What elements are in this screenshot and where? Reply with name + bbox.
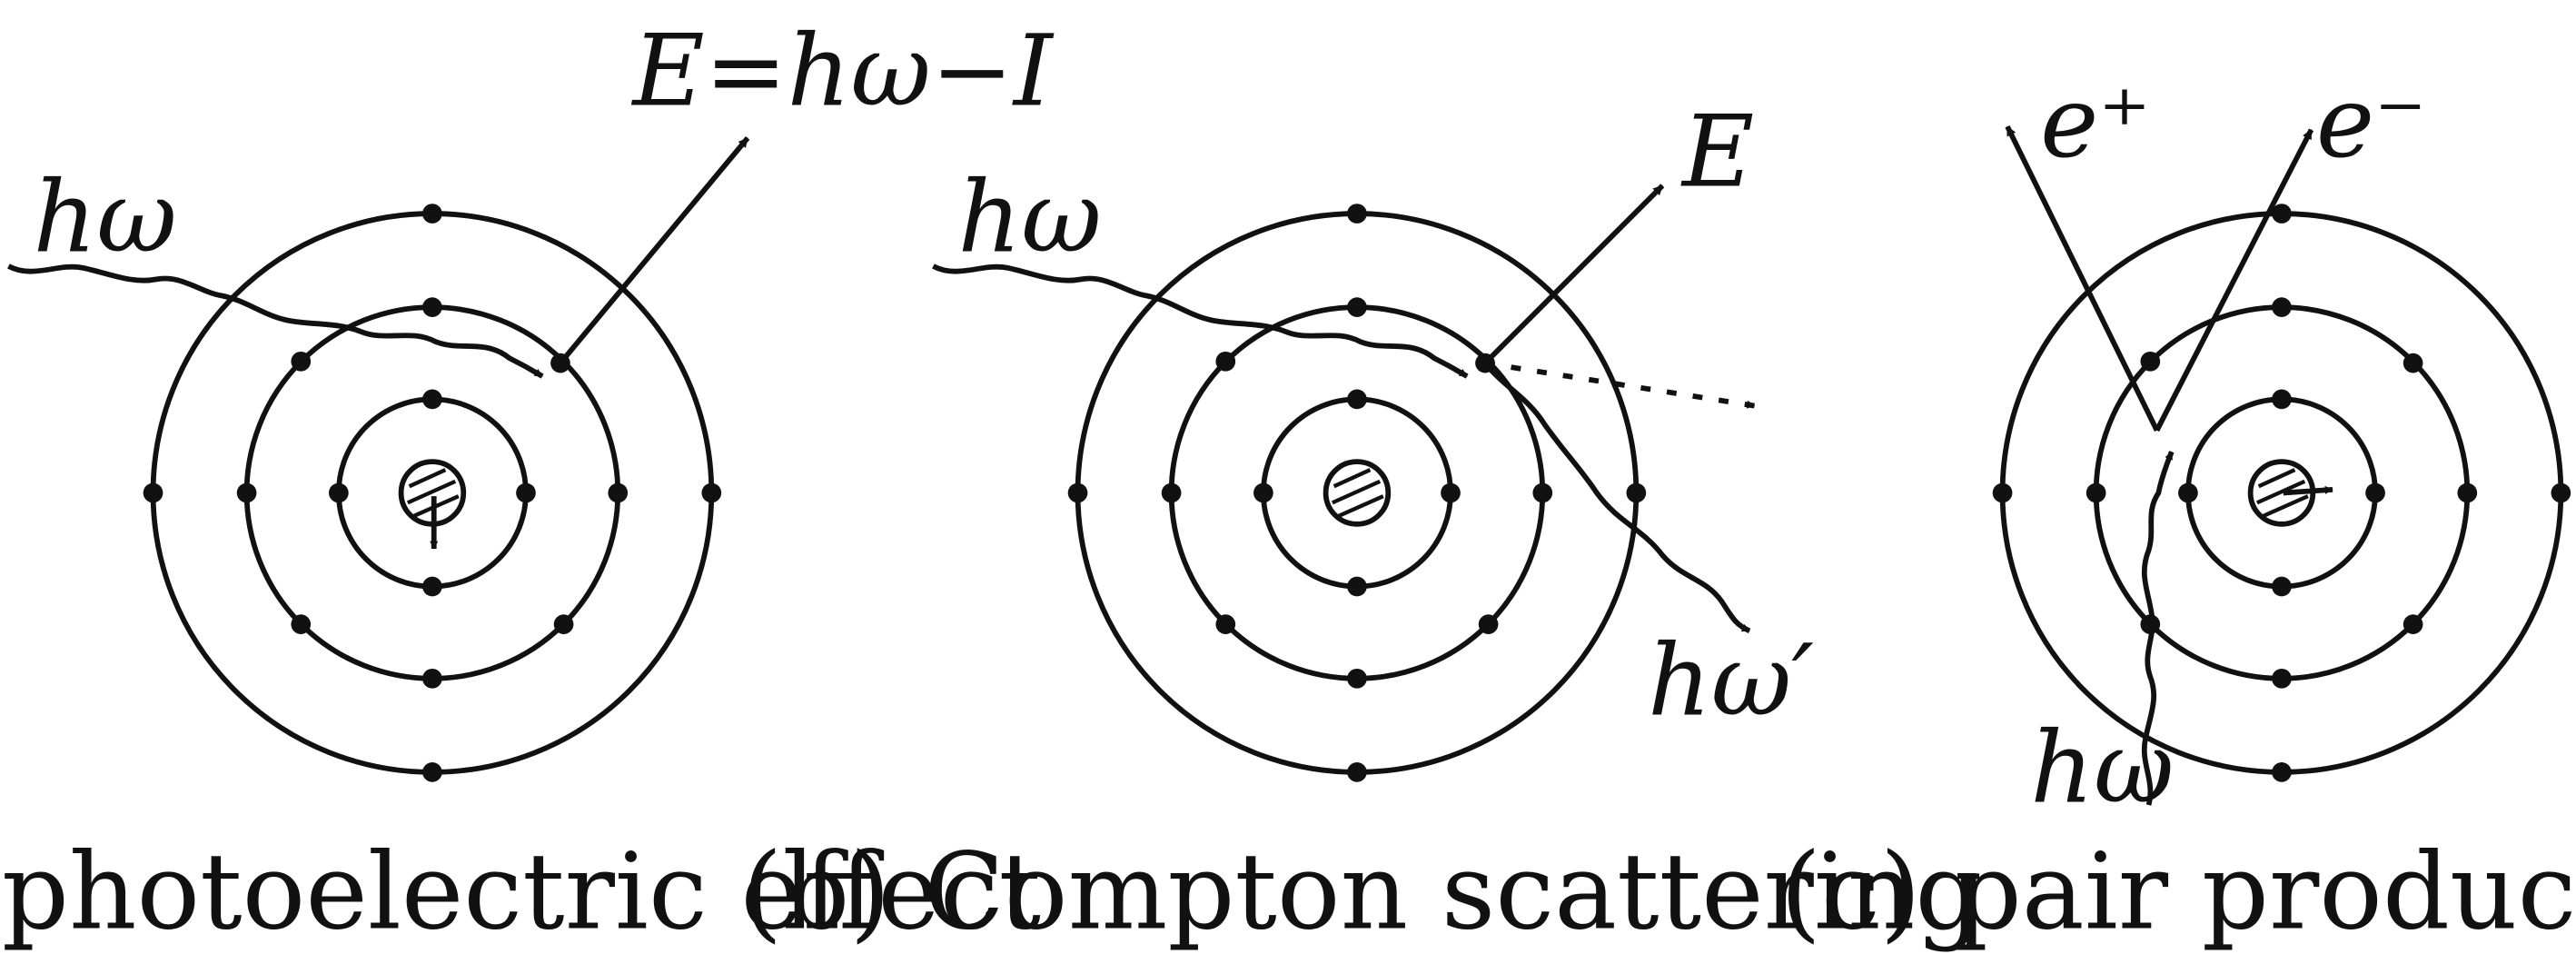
electrons xyxy=(1992,204,2571,782)
caption-a: (a) photoelectric effect xyxy=(0,832,1041,954)
panel-photoelectric: hω E=hω−I (a) photoelectric effect xyxy=(0,14,1055,954)
electron-arrow xyxy=(2154,128,2314,432)
positron-arrow xyxy=(2005,124,2160,432)
incoming-photon-wave xyxy=(2141,451,2175,806)
original-direction-dotted xyxy=(1484,360,1756,409)
nucleus xyxy=(398,459,467,527)
caption-b: (b) Compton scattering xyxy=(741,832,1982,954)
caption-c: (c) pair production xyxy=(1780,832,2576,954)
atom-b xyxy=(1067,204,1647,782)
panel-compton: hω E hω′ (b) Compton scattering xyxy=(741,94,1982,953)
photon-label: hω xyxy=(2030,710,2174,825)
atom-a xyxy=(143,204,722,782)
incoming-photon-wave xyxy=(932,263,1469,379)
nucleus xyxy=(1323,459,1392,527)
electrons xyxy=(143,204,722,782)
photon-label: hω xyxy=(958,160,1102,275)
photon-label: hω xyxy=(34,160,177,275)
electron-energy-label: E xyxy=(1680,94,1754,209)
electron-label: e⁻ xyxy=(2316,65,2426,180)
nucleus xyxy=(2247,459,2316,527)
panel-pair-production: e⁺ e⁻ hω (c) pair production xyxy=(1780,65,2576,954)
positron-label: e⁺ xyxy=(2040,65,2150,180)
scattered-photon-label: hω′ xyxy=(1648,623,1814,739)
electrons xyxy=(1067,204,1647,782)
atom-c xyxy=(1992,204,2571,782)
nucleus-recoil-arrow xyxy=(2283,485,2333,496)
incoming-photon-wave xyxy=(7,263,544,379)
electron-energy-label: E=hω−I xyxy=(631,14,1055,129)
ejected-electron-arrow xyxy=(558,136,750,365)
recoil-electron-arrow xyxy=(1482,184,1665,365)
scattered-photon-wave xyxy=(1482,361,1751,633)
